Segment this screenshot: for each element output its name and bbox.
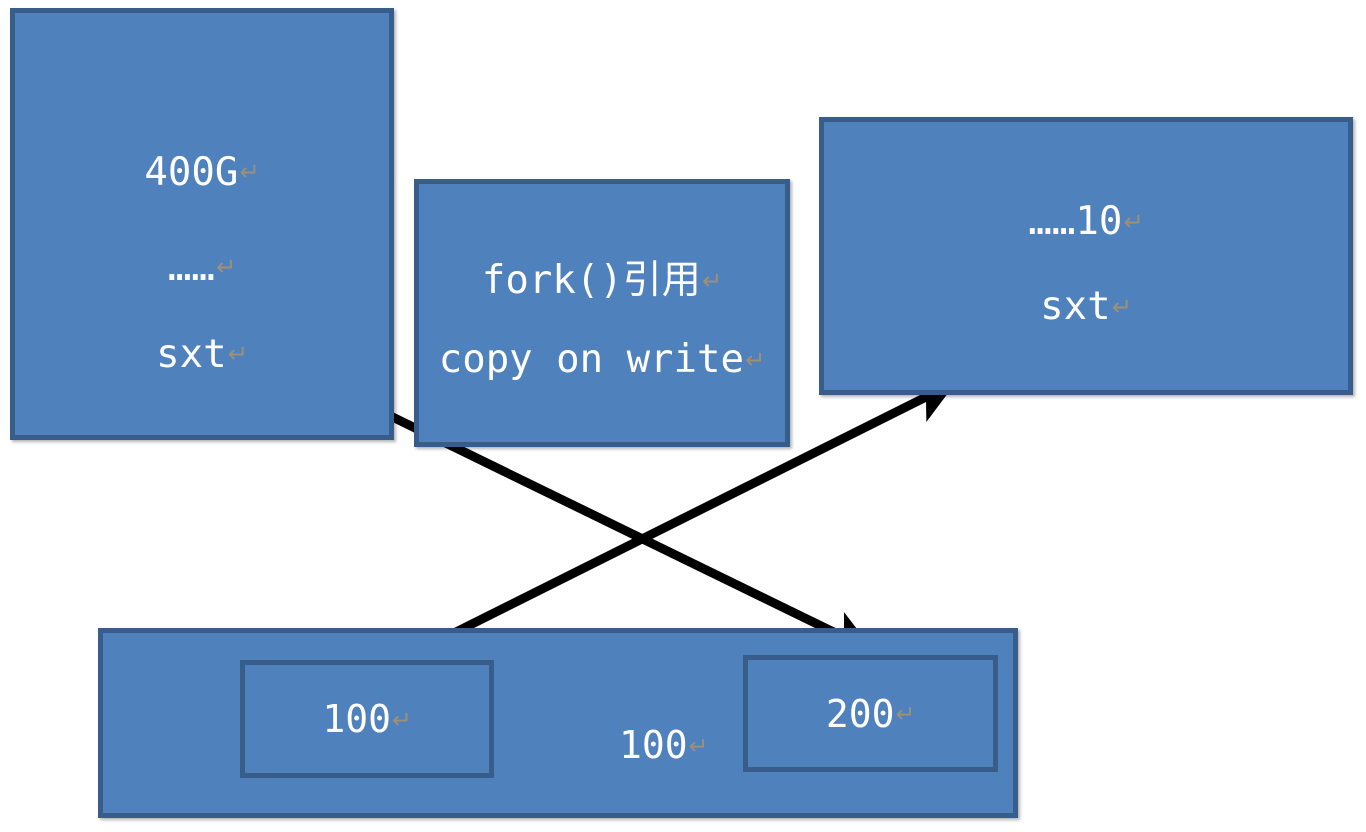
pilcrow-icon: ↵ xyxy=(701,266,723,295)
pilcrow-icon: ↵ xyxy=(895,700,916,729)
parent-memory-box: 400G↵ ……↵ sxt↵ xyxy=(10,8,394,440)
stack-slot-left: 100↵ xyxy=(240,660,494,778)
fork-line-copy-on-write: copy on write↵ xyxy=(438,337,766,382)
fork-line-reference: fork()引用↵ xyxy=(481,258,723,303)
stack-slot-left-label: 100↵ xyxy=(322,697,412,741)
stack-middle-label: 100↵ xyxy=(619,723,709,767)
pilcrow-icon: ↵ xyxy=(744,345,766,374)
pilcrow-icon: ↵ xyxy=(215,253,237,282)
stack-slot-right: 200↵ xyxy=(743,655,998,772)
parent-memory-line-sxt: sxt↵ xyxy=(156,331,248,377)
pilcrow-icon: ↵ xyxy=(688,731,709,760)
child-memory-line-sxt: sxt↵ xyxy=(1040,284,1132,329)
pilcrow-icon: ↵ xyxy=(1123,207,1144,236)
pilcrow-icon: ↵ xyxy=(239,158,260,187)
stack-slot-right-label: 200↵ xyxy=(825,691,916,736)
pilcrow-icon: ↵ xyxy=(391,705,412,734)
pilcrow-icon: ↵ xyxy=(227,340,248,369)
pilcrow-icon: ↵ xyxy=(1111,292,1132,321)
child-memory-box: ……10↵ sxt↵ xyxy=(819,117,1353,395)
fork-copy-on-write-box: fork()引用↵ copy on write↵ xyxy=(414,179,790,447)
parent-memory-line-400g: 400G↵ xyxy=(144,149,260,195)
stack-box: 100↵ 100↵ 200↵ xyxy=(98,628,1018,818)
child-memory-line-10: ……10↵ xyxy=(1028,199,1144,244)
parent-memory-line-ellipsis: ……↵ xyxy=(167,244,237,290)
